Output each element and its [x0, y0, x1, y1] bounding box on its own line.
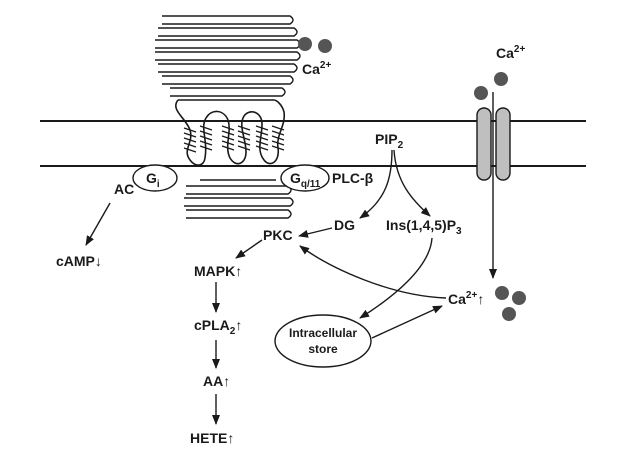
ip3-label: Ins(1,4,5)P3	[386, 217, 462, 237]
cpla2-label: cPLA2↑	[194, 317, 242, 337]
gi-protein-ellipse	[132, 164, 178, 192]
gq-protein-ellipse	[280, 164, 330, 192]
plc-beta-label: PLC-β	[332, 170, 374, 186]
arrow-ip3-to-store	[359, 237, 433, 319]
arrow-store-to-calcium	[371, 305, 443, 339]
calcium-cytosol-label: Ca2+↑	[448, 290, 484, 307]
dg-label: DG	[334, 217, 355, 233]
calcium-channel-label: Ca2+	[496, 44, 525, 61]
arrow-pkc-to-mapk	[235, 239, 263, 259]
gi-protein-label: Gi	[146, 170, 160, 190]
mapk-label: MAPK↑	[194, 263, 242, 279]
store-label-line1: Intracellular	[289, 326, 357, 340]
hete-label: HETE↑	[190, 430, 234, 446]
helix-hatching	[183, 125, 285, 153]
arrow-pip2-to-dg	[359, 149, 393, 219]
receptor-intracellular-domain	[184, 179, 294, 219]
pathway-arrows	[85, 92, 497, 425]
calcium-ions	[298, 37, 526, 321]
arrow-ac-to-camp	[85, 202, 111, 246]
arrow-dg-to-pkc	[298, 227, 333, 238]
arrow-calcium-to-pkc	[299, 245, 447, 299]
calcium-channel	[476, 107, 511, 181]
adenylyl-cyclase-label: AC	[114, 181, 134, 197]
arrow-pip2-to-ip3	[393, 149, 431, 217]
store-label-line2: store	[308, 342, 338, 356]
gq-protein-label: Gq/11	[290, 170, 321, 190]
receptor-transmembrane-helices	[175, 99, 286, 166]
receptor-extracellular-domain	[155, 15, 301, 101]
pkc-label: PKC	[263, 227, 293, 243]
pip2-label: PIP2	[375, 131, 404, 151]
intracellular-store-ellipse	[274, 314, 372, 368]
aa-label: AA↑	[203, 373, 230, 389]
calcium-top-label: Ca2+	[302, 60, 331, 77]
camp-label: cAMP↓	[56, 253, 102, 269]
